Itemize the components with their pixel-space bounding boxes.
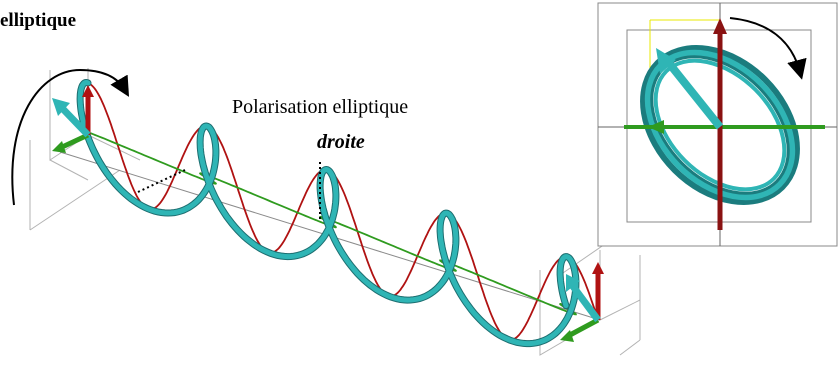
rotation-arrow-inset [729, 17, 807, 80]
center-title: Polarisation elliptique [232, 96, 409, 118]
dotted-marker-1 [137, 169, 186, 193]
corner-title: elliptique [0, 10, 77, 31]
inset-panel [597, 2, 838, 247]
rotation-arrow-left [11, 68, 130, 206]
elliptical-helix [77, 79, 579, 347]
left-vectors [52, 85, 94, 153]
right-vectors [560, 262, 604, 342]
center-subtitle: droite [317, 131, 365, 153]
